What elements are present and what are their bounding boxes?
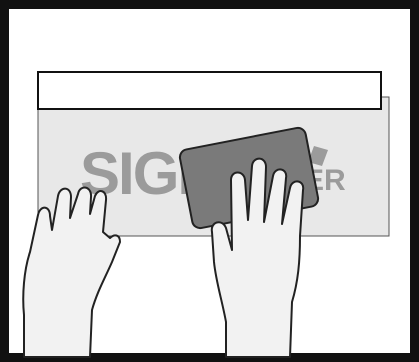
mounting-rail [38,72,381,109]
